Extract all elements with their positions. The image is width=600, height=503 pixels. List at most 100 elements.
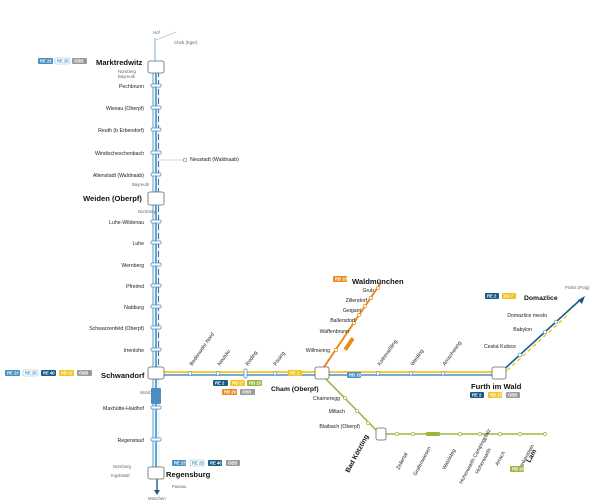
cham-label: Cham (Oberpf) (271, 386, 319, 393)
north-stations: Pechbrunn Wiesau (Oberpf) Reuth (b Erben… (93, 84, 144, 179)
station-grafenwiesen: Grafenwiesen (412, 446, 432, 477)
badge-re23-sw: RE 23 (7, 371, 19, 376)
station-nabburg: Nabburg (124, 305, 144, 311)
side-label-nuernberg-regensburg: Nürnberg (113, 464, 132, 469)
badge-gray-cham: ÖBB (242, 390, 251, 395)
badge-rb27-furth: RB 27 (490, 393, 503, 398)
station-kothmaissling: Kothmaißling (377, 339, 399, 367)
badge-re2-cham: RE 2 (215, 381, 225, 386)
station-ballersdorf: Ballersdorf (330, 318, 355, 324)
marktredwitz-label: Marktredwitz (96, 58, 143, 67)
station-luhe: Luhe (132, 241, 144, 247)
badge-rb28-cham: RB 28 (249, 381, 262, 386)
station-willmering: Willmering (306, 348, 330, 354)
badge-gray-reg: ÖBB (228, 461, 237, 466)
inline-tag-re2: RE 2 (290, 371, 300, 376)
station-neubaeu: Neubäu (217, 349, 232, 367)
station-pechbrunn: Pechbrunn (119, 84, 144, 90)
inline-line-tags: RE 2 RB 29 (151, 370, 362, 404)
badges-furth: RE 2 RB 27 ÖBB (470, 392, 520, 398)
station-blaibach: Blaibach (Oberpf) (319, 424, 360, 430)
lam-branch (321, 374, 545, 436)
side-label-muenchen: München (148, 496, 166, 501)
badge-rb27-sw: RB 27 (61, 371, 74, 376)
badge-gray-sw: ÖBB (79, 371, 88, 376)
station-luhe-wildenau: Luhe-Wildenau (109, 220, 144, 226)
station-markers (150, 83, 559, 442)
badge-rb29-wm: RB 29 (335, 277, 348, 282)
hub-boxes (147, 60, 507, 480)
badge-re23-reg: RE 23 (174, 461, 186, 466)
badge-rb28-lam: RB 28 (512, 467, 525, 472)
badge-re25-sw: RE 25 (25, 371, 37, 376)
station-reuth: Reuth (b Erbendorf) (98, 128, 144, 134)
station-domazlice-mesto: Domazlice mesto (507, 313, 547, 319)
badge-re25-mt: RE 25 (57, 59, 69, 64)
side-label-nuernberg-bayreuth-2: Bayreuth (118, 74, 136, 79)
station-bodenwoehr: Bodenwöhr Nord (189, 332, 216, 367)
station-grub: Grub (362, 288, 374, 294)
hof-label: Hof (153, 30, 160, 35)
badge-re23-mt: RE 23 (40, 59, 52, 64)
badge-re25-reg: RE 25 (192, 461, 204, 466)
side-label-nuernberg-weiden: Nürnberg (138, 209, 157, 214)
badge-rb29-cham: RB 29 (224, 390, 237, 395)
regensburg-label: Regensburg (166, 470, 211, 479)
side-label-nuernberg-schwandorf: Nürnberg (140, 390, 159, 395)
badge-rb27-cham: RB 27 (232, 381, 245, 386)
badges-waldmuenchen: RB 29 (333, 276, 348, 282)
station-poesing: Pösing (273, 351, 287, 368)
schwandorf-label: Schwandorf (101, 371, 145, 380)
badges-marktredwitz: RE 23 RE 25 ÖBB (38, 57, 87, 65)
badges-lam: RB 28 (510, 466, 525, 472)
station-regenstauf: Regenstauf (117, 438, 144, 444)
badge-re2-dom: RE 2 (487, 294, 497, 299)
badge-re2-furth: RE 2 (472, 393, 482, 398)
badges-domazlice: RE 2 Os 7 (485, 293, 516, 299)
furth-label: Furth im Wald (471, 382, 522, 391)
station-arrach: Arrach (494, 451, 507, 467)
east-stations: Bodenwöhr Nord Neubäu Roding Pösing Koth… (189, 313, 547, 367)
station-wiesau: Wiesau (Oberpf) (106, 106, 144, 112)
station-babylon: Babylon (513, 327, 532, 333)
side-label-praha: Praha (Prag) (565, 285, 590, 290)
side-label-nuernberg-bayreuth-1: Nürnberg (118, 69, 137, 74)
inline-tag-rb29: RB 29 (349, 373, 362, 378)
station-maxhuette: Maxhütte-Haidhof (103, 406, 145, 412)
station-wernberg: Wernberg (121, 263, 144, 269)
station-miltach: Miltach (329, 409, 346, 415)
station-ceska-kubice: Ceská Kubice (484, 344, 516, 350)
station-roding: Roding (245, 350, 259, 367)
station-zillendorf: Zillendorf (346, 298, 368, 304)
badge-gray-furth: ÖBB (508, 393, 517, 398)
mid-stations: Luhe-Wildenau Luhe Wernberg Pfreimd Nabb… (89, 220, 144, 354)
domazlice-label: Domazlice (524, 295, 558, 302)
badge-re40-sw: RE 40 (43, 371, 55, 376)
waldmuenchen-label: Waldmünchen (352, 277, 404, 286)
waldmuenchen-station-markers (334, 286, 380, 352)
station-pfreimd: Pfreimd (126, 284, 144, 290)
station-arnschwang: Arnschwang (442, 340, 463, 367)
station-neustadt: Neustadt (Waldnaab) (190, 157, 239, 163)
side-label-bayreuth: Bayreuth (132, 182, 150, 187)
station-watzlsteg: Watzlsteg (441, 448, 457, 471)
station-schwarzenfeld: Schwarzenfeld (Oberpf) (89, 326, 144, 332)
lam-station-markers (343, 396, 547, 436)
station-weiding: Weiding (410, 348, 426, 367)
station-zellertal: Zellertal (395, 452, 409, 471)
side-label-passau: Passau (172, 484, 187, 489)
side-label-ingolstadt: Ingolstadt (111, 473, 130, 478)
station-chameregg: Chameregg (313, 396, 340, 402)
station-geigant: Geigant (343, 308, 362, 314)
badge-re40-reg: RE 40 (210, 461, 222, 466)
badge-os7-dom: Os 7 (504, 294, 514, 299)
station-irrenlohe: Irrenlohe (124, 348, 145, 354)
station-altenstadt: Altenstadt (Waldnaab) (93, 173, 144, 179)
badges-cham: RE 2 RB 27 RB 28 RB 29 ÖBB (213, 380, 262, 395)
south-stations: Maxhütte-Haidhof Regenstauf (103, 406, 145, 444)
weiden-label: Weiden (Oberpf) (83, 194, 142, 203)
waldmuenchen-stations: Willmering Waffenbrunn Ballersdorf Geiga… (306, 288, 374, 354)
badge-gray-mt: ÖBB (74, 59, 83, 64)
badges-regensburg: RE 23 RE 25 RE 40 ÖBB (172, 459, 240, 467)
